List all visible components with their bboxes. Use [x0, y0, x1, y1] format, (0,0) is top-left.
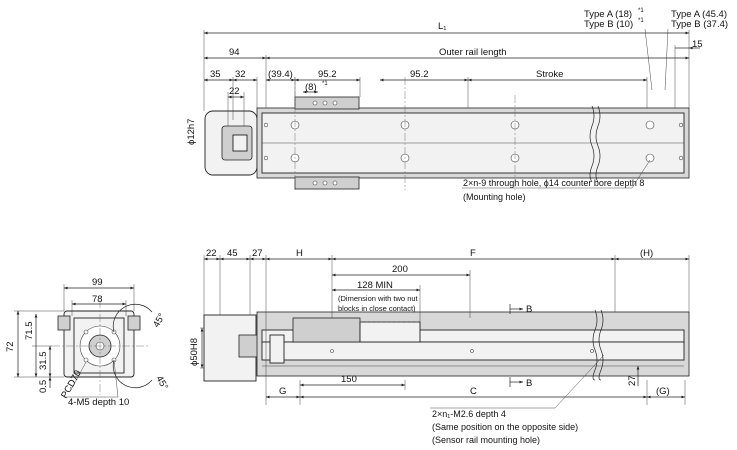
tap-note: 4-M5 depth 10: [68, 397, 129, 408]
front-view: 22 45 27 H F (H) 200 128 MIN (Dimension …: [189, 248, 690, 445]
dim-C: C: [470, 386, 477, 397]
dim-0-5: 0.5: [38, 380, 49, 393]
dim-H-paren: (H): [640, 248, 653, 259]
break-line: [589, 105, 595, 183]
dim-99: 99: [92, 277, 103, 288]
type-a-left-label: Type A (18): [584, 9, 632, 20]
dim-15: 15: [692, 39, 703, 50]
nut-block-2: [359, 321, 421, 343]
dim-L1: L₁: [438, 21, 447, 32]
dim-stroke: Stroke: [536, 69, 563, 80]
type-b-right-label: Type B (37.4): [671, 19, 728, 30]
dim-95-2-a: 95.2: [318, 69, 337, 80]
dim-71-5: 71.5: [24, 322, 35, 341]
dim-22-top: 22: [229, 86, 240, 97]
dim-22-front: 22: [206, 248, 217, 259]
dim-200: 200: [392, 264, 408, 275]
asterisk-note-3: *1: [322, 81, 328, 87]
end-tab-right: [127, 315, 141, 331]
dim-39-4: (39.4): [268, 69, 293, 80]
dim-94: 94: [229, 47, 240, 58]
end-view: 99 78 72 71.5 31.5 0.5 45° 45° PCD70 4-M…: [5, 277, 170, 408]
angle-arc-bottom: [112, 359, 153, 389]
dimension-note-line-2: blocks in close contact): [338, 304, 416, 313]
dim-150: 150: [341, 374, 357, 385]
asterisk-note: *1: [638, 8, 644, 14]
angle-top: 45°: [151, 311, 168, 329]
dim-35: 35: [210, 69, 221, 80]
dimension-note-line-1: (Dimension with two nut: [338, 294, 419, 303]
angle-arc-top: [112, 303, 153, 333]
mounting-hole-label: (Mounting hole): [463, 192, 526, 202]
diameter-50h8: ϕ50H8: [189, 338, 200, 366]
dim-32: 32: [235, 69, 246, 80]
top-view: L₁ Type A (18) *1 Type B (10) *1 Type A …: [186, 8, 728, 202]
outer-rail-length: Outer rail length: [439, 47, 507, 58]
asterisk-note-2: *1: [638, 18, 644, 24]
dim-27-front: 27: [252, 248, 263, 259]
dim-H: H: [296, 248, 303, 259]
sensor-hole-note: (Same position on the opposite side): [432, 422, 578, 432]
dim-27-vertical: 27: [627, 375, 638, 386]
dim-F: F: [470, 248, 476, 259]
pcd-label: PCD70: [59, 368, 84, 400]
type-a-right-label: Type A (45.4): [671, 9, 727, 20]
dim-G: G: [279, 386, 286, 397]
coupling-side: [238, 334, 260, 358]
shaft-end: [232, 134, 248, 152]
nut-block-1: [292, 317, 361, 343]
dim-95-2-b: 95.2: [410, 69, 429, 80]
end-cap: [269, 334, 285, 364]
sensor-hole-label: (Sensor rail mounting hole): [432, 435, 540, 445]
dim-128-min: 128 MIN: [357, 280, 393, 291]
mounting-hole-spec: 2×n-9 through hole, ϕ14 counter bore dep…: [463, 178, 644, 188]
dim-31-5: 31.5: [38, 352, 49, 371]
sensor-hole-spec: 2×n₁-M2.6 depth 4: [432, 409, 506, 419]
dim-G-paren: (G): [656, 386, 670, 397]
section-b-bottom: B: [526, 378, 532, 389]
end-tab-left: [57, 315, 71, 331]
section-b-top: B: [526, 304, 532, 315]
angle-bottom: 45°: [153, 374, 170, 392]
dim-8: (8): [305, 82, 317, 93]
dim-72: 72: [5, 341, 16, 352]
shaft-diameter: ϕ12h7: [186, 119, 197, 145]
dim-45-front: 45: [227, 248, 238, 259]
type-b-left-label: Type B (10): [584, 19, 633, 30]
dim-78: 78: [92, 294, 103, 305]
